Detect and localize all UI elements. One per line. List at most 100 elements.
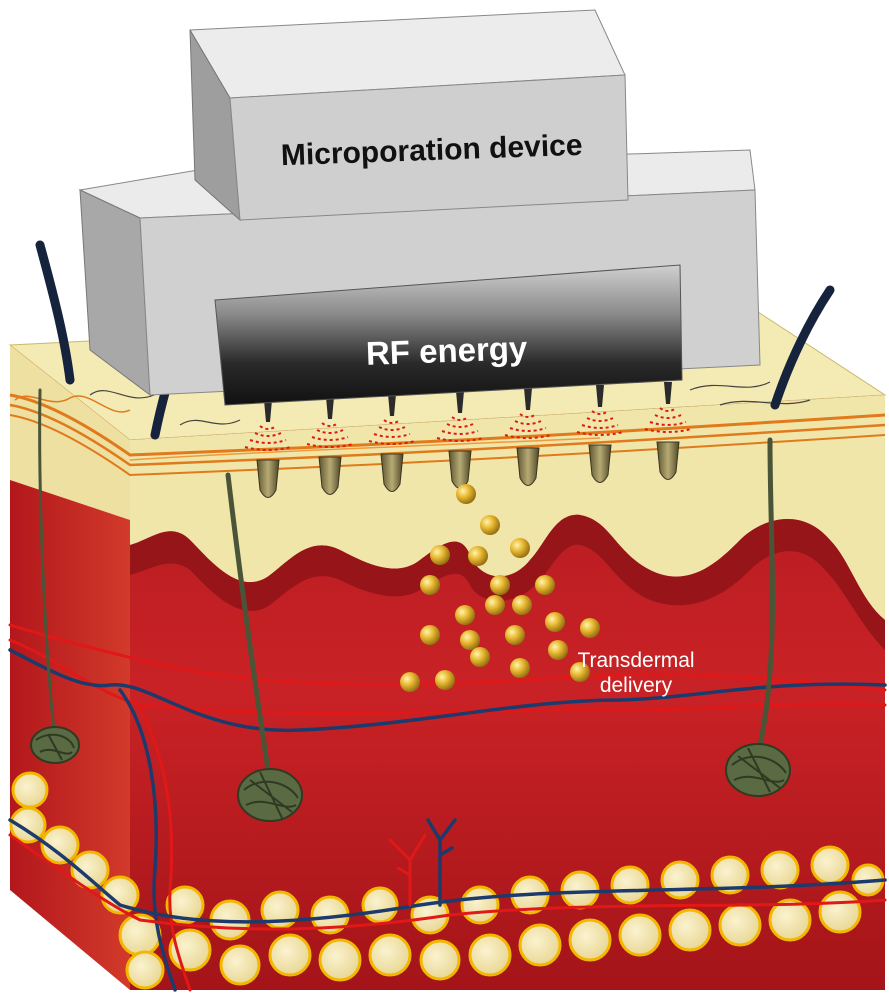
microneedle-icon xyxy=(664,382,672,404)
rf-wave-icon xyxy=(383,419,401,424)
nanoparticle-icon xyxy=(485,595,505,615)
rf-wave-icon xyxy=(659,407,677,412)
microneedle-icon xyxy=(326,397,334,419)
fat-cell-icon xyxy=(318,938,362,982)
delivery-label: delivery xyxy=(600,674,673,697)
hair-follicles xyxy=(30,726,791,822)
micropore-channel xyxy=(588,444,612,483)
fat-cell-icon xyxy=(9,806,47,844)
fat-cell-icon xyxy=(165,885,205,925)
nanoparticle-icon xyxy=(460,630,480,650)
nanoparticle-icon xyxy=(400,672,420,692)
rf-energy-band xyxy=(214,264,683,406)
fat-cell-icon xyxy=(710,855,750,895)
microneedle-icon xyxy=(456,391,464,413)
fat-cell-icon xyxy=(610,865,650,905)
fat-cell-icon xyxy=(718,903,762,947)
rf-wave-icon xyxy=(446,423,474,428)
fat-cell-icon xyxy=(568,918,612,962)
nanoparticle-icon xyxy=(570,662,590,682)
rf-wave-icon xyxy=(311,436,349,441)
nanoparticle-icon xyxy=(470,647,490,667)
rf-wave-icon xyxy=(378,426,406,431)
rf-wave-icon xyxy=(654,414,682,419)
fat-cell-icon xyxy=(219,944,261,986)
hair-icon xyxy=(770,285,835,410)
fat-cell-icon xyxy=(460,885,500,925)
fat-cell-icon xyxy=(11,771,49,809)
blood-vessel-icon xyxy=(8,818,887,924)
fat-cell-icon xyxy=(368,933,412,977)
rf-wave-icon xyxy=(259,425,277,430)
epidermis-layer xyxy=(130,395,885,620)
fat-cell-icon xyxy=(660,860,700,900)
nanoparticle-icon xyxy=(468,546,488,566)
nanoparticle-icon xyxy=(490,575,510,595)
fat-cell-icon xyxy=(40,825,80,865)
hair-icon xyxy=(35,240,75,385)
fat-cell-icon xyxy=(668,908,712,952)
rf-wave-icon xyxy=(644,428,692,433)
fat-cell-icon xyxy=(818,890,862,934)
nanoparticle-icon xyxy=(420,575,440,595)
rf-wave-icon xyxy=(509,427,547,432)
micropore-channel xyxy=(656,441,680,480)
transdermal-label: Transdermal xyxy=(577,649,694,672)
fat-cell-icon xyxy=(518,923,562,967)
rf-wave-icon xyxy=(504,434,552,439)
fat-cell-icon xyxy=(125,950,165,990)
microneedle-icon xyxy=(524,388,532,410)
fat-cell-icon xyxy=(768,898,812,942)
rf-wave-icon xyxy=(441,430,479,435)
rf-wave-icon xyxy=(244,446,292,451)
fat-cell-icon xyxy=(810,845,850,885)
fat-cell-icon xyxy=(70,850,110,890)
rf-wave-icon xyxy=(249,439,287,444)
rf-wave-icon xyxy=(576,431,624,436)
nanoparticle-icon xyxy=(455,605,475,625)
blood-vessel-icon xyxy=(118,688,177,992)
nanoparticle-icon xyxy=(510,538,530,558)
rf-wave-icon xyxy=(649,421,687,426)
microneedle-icon xyxy=(388,394,396,416)
nanoparticle-icon xyxy=(505,625,525,645)
rf-wave-icon xyxy=(436,437,484,442)
rf-wave-icon xyxy=(451,416,469,421)
blood-vessel-icon xyxy=(8,833,887,931)
blood-vessel-icon xyxy=(133,698,192,992)
micropore-channel xyxy=(516,447,540,486)
rf-wave-icon xyxy=(254,432,282,437)
nanoparticle-icon xyxy=(548,640,568,660)
fat-cell-icon xyxy=(268,933,312,977)
hair-shaft xyxy=(225,472,271,773)
nanoparticle-icon xyxy=(480,515,500,535)
micropore-channel xyxy=(318,456,342,495)
rf-wave-icon xyxy=(514,420,542,425)
nanoparticle-icon xyxy=(420,625,440,645)
microneedle-array xyxy=(244,382,692,498)
nanoparticle-icon xyxy=(456,484,476,504)
fat-cell-icon xyxy=(560,870,600,910)
nanoparticles xyxy=(400,484,600,692)
rf-wave-icon xyxy=(373,433,411,438)
nanoparticle-icon xyxy=(545,612,565,632)
fat-cell-icon xyxy=(468,933,512,977)
nanoparticle-icon xyxy=(535,575,555,595)
nanoparticle-icon xyxy=(512,595,532,615)
blood-vessel-icon xyxy=(8,648,887,732)
rf-wave-icon xyxy=(581,424,619,429)
fat-cell-icon xyxy=(760,850,800,890)
rf-energy-label: RF energy xyxy=(365,329,528,372)
micropore-channel xyxy=(256,459,280,498)
rf-wave-icon xyxy=(586,417,614,422)
rf-wave-icon xyxy=(316,429,344,434)
blood-vessel-icon xyxy=(426,818,457,907)
microneedle-icon xyxy=(264,400,272,422)
rf-wave-icon xyxy=(321,422,339,427)
surface-lines xyxy=(89,381,811,426)
nanoparticle-icon xyxy=(580,618,600,638)
nanoparticle-icon xyxy=(435,670,455,690)
rf-wave-icon xyxy=(368,440,416,445)
device-upper-front xyxy=(229,74,629,221)
